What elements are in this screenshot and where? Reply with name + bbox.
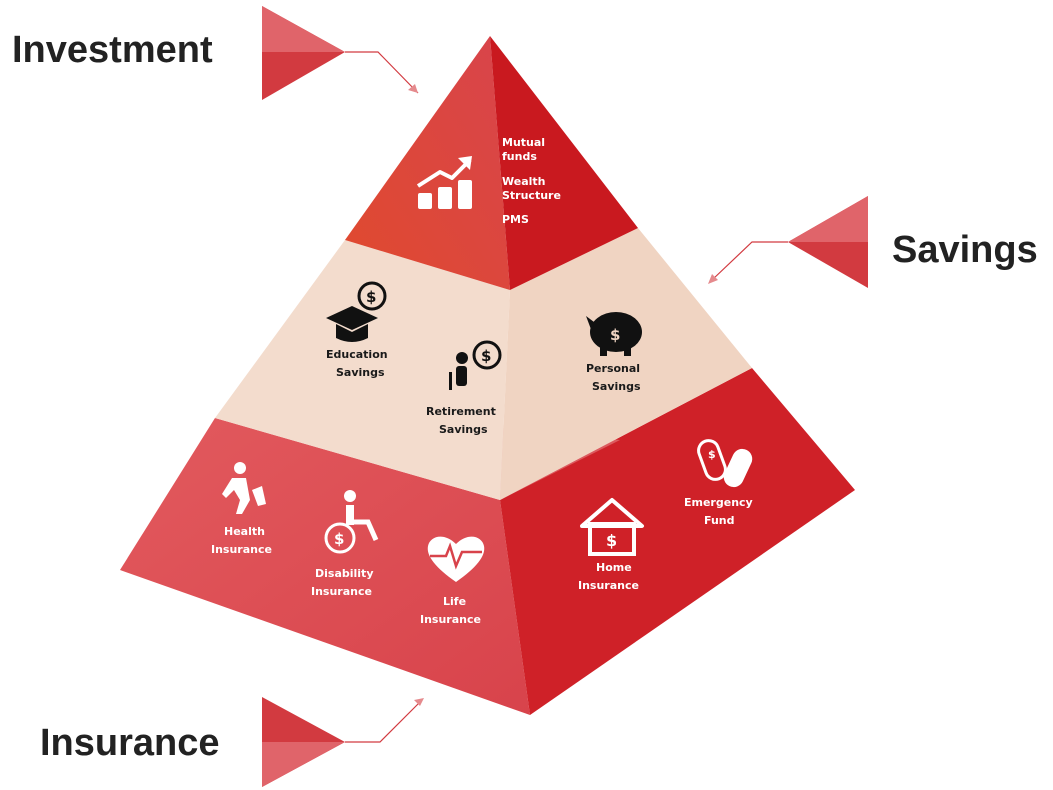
insurance-arrow-line (345, 701, 421, 743)
investment-arrow-line (345, 51, 419, 94)
savings-callout: Savings (708, 196, 1038, 288)
investment-item-mutual: Mutual (502, 136, 545, 149)
life-insurance-line2: Insurance (420, 613, 481, 626)
insurance-callout: Insurance (40, 697, 424, 787)
health-insurance-line2: Insurance (211, 543, 272, 556)
investment-arrow-head (408, 84, 418, 93)
insurance-tier-left-face (120, 418, 530, 715)
personal-savings-line2: Savings (592, 380, 641, 393)
personal-savings-line1: Personal (586, 362, 640, 375)
pill-capsule-icon: $ (697, 439, 753, 488)
investment-label: Investment (12, 29, 213, 71)
piggy-bank-icon: $ (586, 312, 642, 356)
insurance-label: Insurance (40, 722, 220, 764)
investment-callout: Investment (12, 6, 419, 100)
retirement-savings-line1: Retirement (426, 405, 496, 418)
savings-arrow-line (711, 241, 788, 281)
svg-text:$: $ (610, 326, 620, 344)
home-insurance-line1: Home (596, 561, 632, 574)
life-insurance-line1: Life (443, 595, 466, 608)
investment-tier-right-face (490, 36, 638, 290)
savings-tier-right-face (500, 228, 752, 500)
emergency-fund-line2: Fund (704, 514, 735, 527)
heartbeat-icon (427, 536, 485, 582)
growth-coins-icon (416, 156, 472, 209)
savings-tier-left-face (215, 240, 510, 500)
svg-text:$: $ (366, 288, 376, 306)
savings-arrow-head (708, 274, 718, 284)
elder-dollar-icon: $ (449, 340, 502, 390)
disability-insurance-line2: Insurance (311, 585, 372, 598)
home-insurance-line2: Insurance (578, 579, 639, 592)
savings-label: Savings (892, 229, 1038, 271)
insurance-arrow-head (414, 698, 424, 706)
disability-insurance-line1: Disability (315, 567, 374, 580)
house-dollar-icon: $ (580, 498, 644, 556)
wheelchair-dollar-icon: $ (324, 490, 379, 554)
health-insurance-line1: Health (224, 525, 265, 538)
svg-text:$: $ (334, 530, 344, 548)
education-savings-line1: Education (326, 348, 388, 361)
investment-tier-left-face (345, 36, 510, 290)
retirement-savings-line2: Savings (439, 423, 488, 436)
pyramid (120, 36, 855, 715)
investment-item-funds: funds (502, 150, 537, 163)
education-savings-line2: Savings (336, 366, 385, 379)
svg-text:$: $ (708, 448, 716, 461)
injured-person-icon (222, 462, 266, 514)
svg-text:$: $ (481, 347, 491, 365)
svg-text:$: $ (606, 531, 617, 550)
investment-item-structure: Structure (502, 189, 561, 202)
investment-item-pms: PMS (502, 213, 529, 226)
graduation-cap-dollar-icon: $ (326, 281, 387, 342)
emergency-fund-line1: Emergency (684, 496, 753, 509)
investment-item-wealth: Wealth (502, 175, 545, 188)
